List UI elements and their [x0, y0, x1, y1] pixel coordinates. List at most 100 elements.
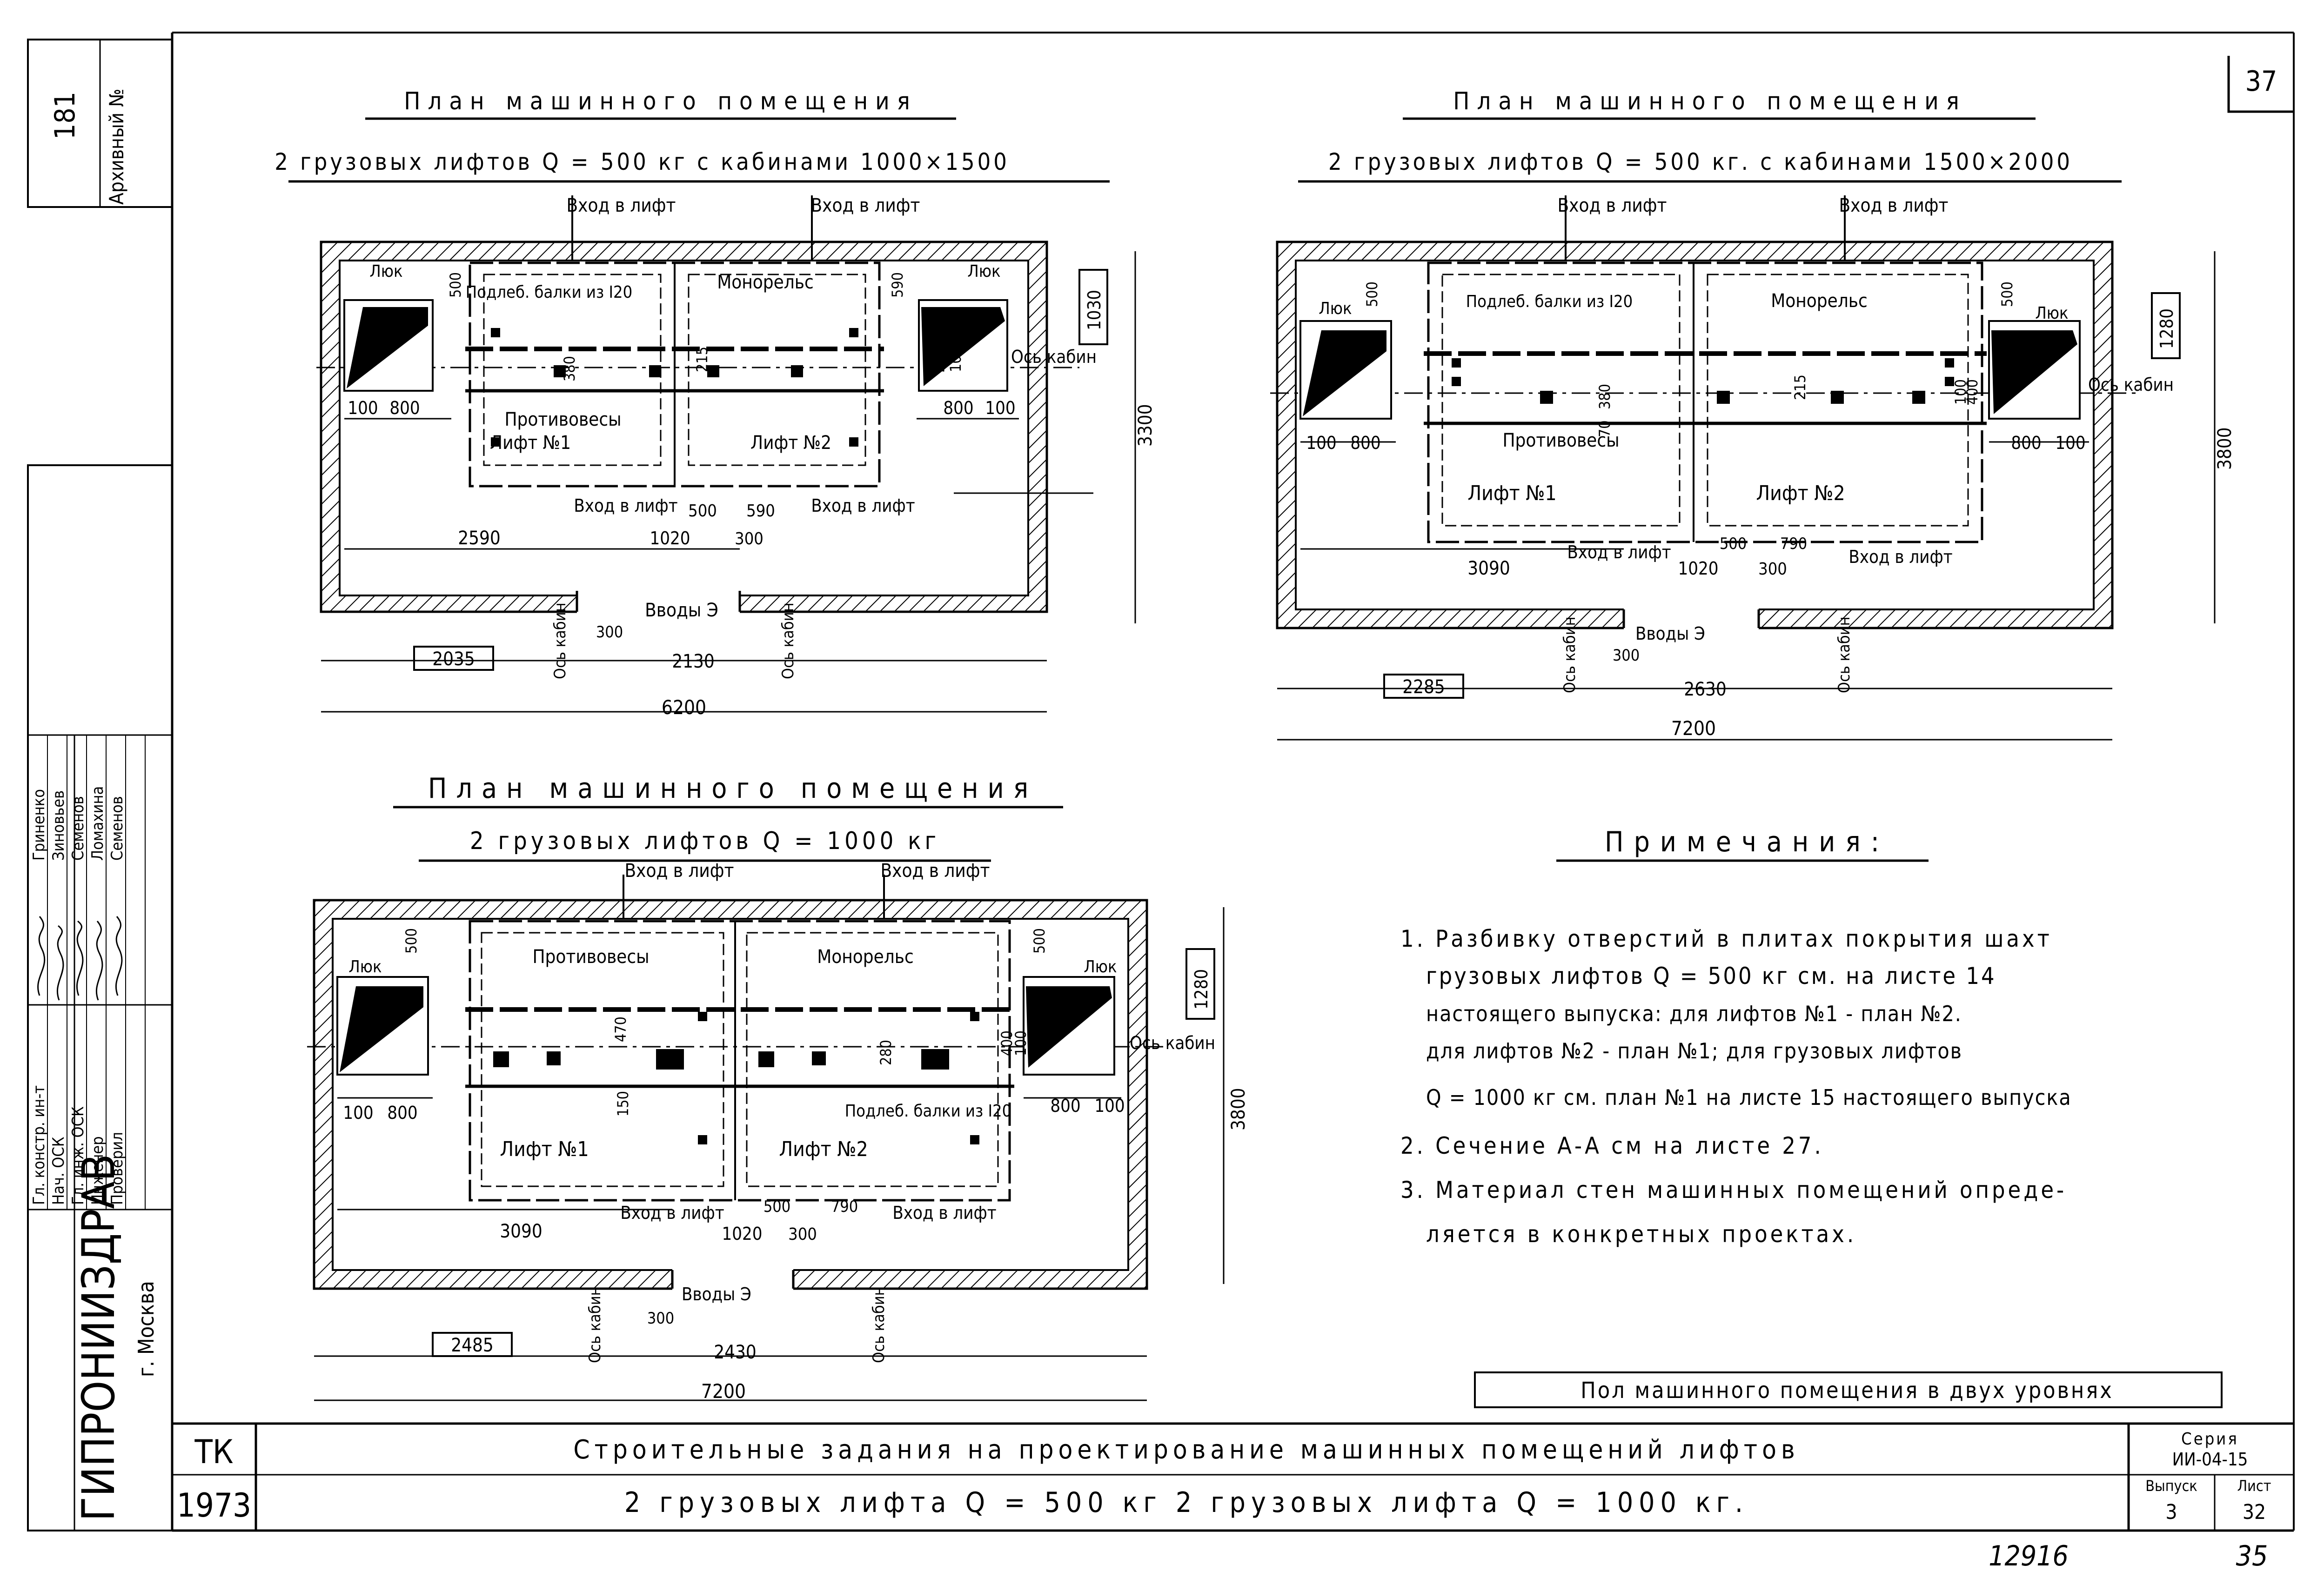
plan-1-dim-800a: 800: [389, 398, 420, 418]
plan-3-axis-cabin-label: Ось кабин: [1130, 1033, 1215, 1053]
plan-2-dim-1280: 1280: [2157, 308, 2177, 349]
plan-2-dim-100c: 100: [1952, 379, 1969, 405]
plan-3-title: План машинного помещения: [428, 772, 1038, 805]
plan-2-entry-top-2: Вход в лифт: [1839, 195, 1948, 216]
plan-1: План машинного помещения 2 грузовых лифт…: [275, 87, 1156, 719]
plan-1-dim-1020: 1020: [650, 528, 690, 548]
note-3-line-1: 3. Материал стен машинных помещений опре…: [1400, 1177, 2067, 1204]
plan-2-dim-300b: 300: [1613, 646, 1640, 665]
title-block-year: 1973: [177, 1486, 251, 1525]
plan-1-beams-label: Подлеб. балки из I20: [466, 283, 632, 302]
plan-3-subtitle: 2 грузовых лифтов Q = 1000 кг: [470, 827, 940, 855]
signatures: [37, 916, 123, 1001]
plan-1-subtitle: 2 грузовых лифтов Q = 500 кг с кабинами …: [275, 148, 1010, 175]
plan-1-counterweights-label: Противовесы: [504, 409, 621, 430]
plan-3-dim-470: 470: [612, 1016, 630, 1042]
plan-3-entry-bottom-1: Вход в лифт: [620, 1203, 724, 1223]
plan-2-entry-bottom-1: Вход в лифт: [1567, 542, 1671, 562]
footer-stamp: 12916: [1989, 1540, 2069, 1572]
archive-label: Архивный №: [105, 89, 128, 205]
note-1-line-2: грузовых лифтов Q = 500 кг см. на листе …: [1426, 963, 1996, 990]
side-stamp: 181 Архивный № Гл. констр. ин-т Нач. ОСК…: [27, 39, 173, 1531]
plan-2-dim-2285: 2285: [1402, 676, 1445, 698]
plan-1-dim-2590: 2590: [458, 528, 501, 549]
plan-1-entry-bottom-1: Вход в лифт: [574, 495, 677, 516]
plan-1-dim-6200: 6200: [662, 696, 706, 719]
stamp-name-3: Семенов: [69, 796, 87, 861]
plan-3-dim-100a: 100: [343, 1103, 373, 1123]
title-line-2: 2 грузовых лифта Q = 500 кг 2 грузовых л…: [624, 1486, 1748, 1519]
plan-3-dim-100c: 100: [1012, 1030, 1030, 1056]
note-1-line-4: для лифтов №2 - план №1; для грузовых ли…: [1426, 1038, 1962, 1063]
plan-1-lift-1-label: Лифт №1: [490, 432, 571, 454]
plan-2-dim-800a: 800: [1350, 433, 1380, 453]
footer-page: 35: [2236, 1540, 2268, 1572]
plan-1-axis-left-label: Ось кабин: [551, 602, 569, 679]
notes-title: Примечания:: [1605, 826, 1889, 858]
plan-2-subtitle: 2 грузовых лифтов Q = 500 кг. с кабинами…: [1328, 148, 2073, 175]
plan-3-dim-2485: 2485: [451, 1335, 494, 1356]
archive-number: 181: [49, 92, 81, 140]
plan-2-lift-1-label: Лифт №1: [1467, 481, 1556, 505]
plan-2-axis-right-label: Ось кабин: [1835, 616, 1854, 693]
corner-number: 37: [2245, 65, 2277, 98]
plan-3-dim-500a: 500: [402, 928, 420, 954]
plan-1-lift-2-label: Лифт №2: [750, 432, 831, 454]
stamp-role-1: Гл. констр. ин-т: [30, 1085, 48, 1205]
plan-3-dim-800b: 800: [1050, 1096, 1080, 1116]
sheet-value: 32: [2243, 1500, 2266, 1524]
plan-3-dim-800a: 800: [387, 1103, 417, 1123]
plan-1-dim-590: 590: [889, 272, 906, 298]
plan-2-dimension-lines: [1277, 251, 2216, 741]
plan-2-dim-3800: 3800: [2214, 427, 2236, 470]
plan-3-beams-label: Подлеб. балки из I20: [845, 1102, 1011, 1121]
plan-3-inputs-label: Вводы Э: [682, 1284, 751, 1304]
plan-2-dim-790: 790: [1780, 535, 1807, 553]
plan-3: План машинного помещения 2 грузовых лифт…: [307, 772, 1249, 1403]
plan-1-dim-590b: 590: [746, 501, 775, 521]
plan-1-dim-1030: 1030: [1084, 290, 1105, 330]
title-line-1: Строительные задания на проектирование м…: [573, 1435, 1799, 1465]
stamp-role-2: Нач. ОСК: [49, 1137, 68, 1205]
plan-2-dim-400: 400: [1963, 379, 1981, 405]
title-block: [172, 1422, 2294, 1531]
plan-1-dim-215: 215: [693, 347, 711, 372]
plan-3-dim-400: 400: [998, 1030, 1016, 1056]
plan-1-dim-380: 380: [561, 356, 578, 381]
plan-2-dim-500b: 500: [1998, 281, 2016, 307]
stamp-name-1: Гриненко: [30, 789, 48, 861]
plan-2-dim-3090: 3090: [1467, 558, 1510, 579]
issue-value: 3: [2165, 1500, 2177, 1524]
plan-3-dim-2430: 2430: [714, 1342, 757, 1363]
plan-2-inputs-label: Вводы Э: [1635, 623, 1705, 644]
plan-3-dim-7200: 7200: [701, 1380, 746, 1403]
plan-2-shafts: [1427, 261, 1983, 543]
note-2: 2. Сечение А-А см на листе 27.: [1400, 1132, 1824, 1159]
plan-2-axis-left-label: Ось кабин: [1560, 616, 1579, 693]
plan-2-hatch-left-label: Люк: [1319, 299, 1352, 318]
plan-2-axis-cabin-label: Ось кабин: [2088, 374, 2174, 395]
plan-3-dim-150: 150: [614, 1091, 632, 1117]
plan-1-dim-100b: 100: [985, 398, 1015, 418]
plan-3-counterweights-label: Противовесы: [532, 946, 649, 968]
plan-2: План машинного помещения 2 грузовых лифт…: [1270, 87, 2236, 741]
plan-2-entry-bottom-2: Вход в лифт: [1848, 547, 1952, 567]
plan-2-dim-100a: 100: [1306, 433, 1336, 453]
plan-2-dim-70: 70: [1596, 420, 1614, 437]
plan-1-dim-800b: 800: [943, 398, 973, 418]
note-1-line-3: настоящего выпуска: для лифтов №1 - план…: [1426, 1001, 1962, 1026]
plan-2-dim-1020: 1020: [1678, 558, 1719, 579]
plan-2-entry-top-1: Вход в лифт: [1557, 195, 1667, 216]
series-label: Серия: [2181, 1430, 2239, 1449]
plan-3-dim-1280: 1280: [1191, 969, 1212, 1010]
plan-1-dim-300b: 300: [596, 623, 623, 642]
plan-3-axis-right-label: Ось кабин: [870, 1286, 888, 1363]
plan-1-dim-2130: 2130: [672, 651, 715, 672]
plan-2-lift-2-label: Лифт №2: [1756, 481, 1845, 505]
series-value: ИИ-04-15: [2172, 1449, 2248, 1470]
stamp-name-5: Семенов: [108, 796, 127, 861]
plan-3-hatch-right-label: Люк: [1084, 957, 1117, 976]
plan-3-dim-1020: 1020: [722, 1224, 763, 1244]
plan-1-entry-top-1: Вход в лифт: [566, 195, 676, 216]
